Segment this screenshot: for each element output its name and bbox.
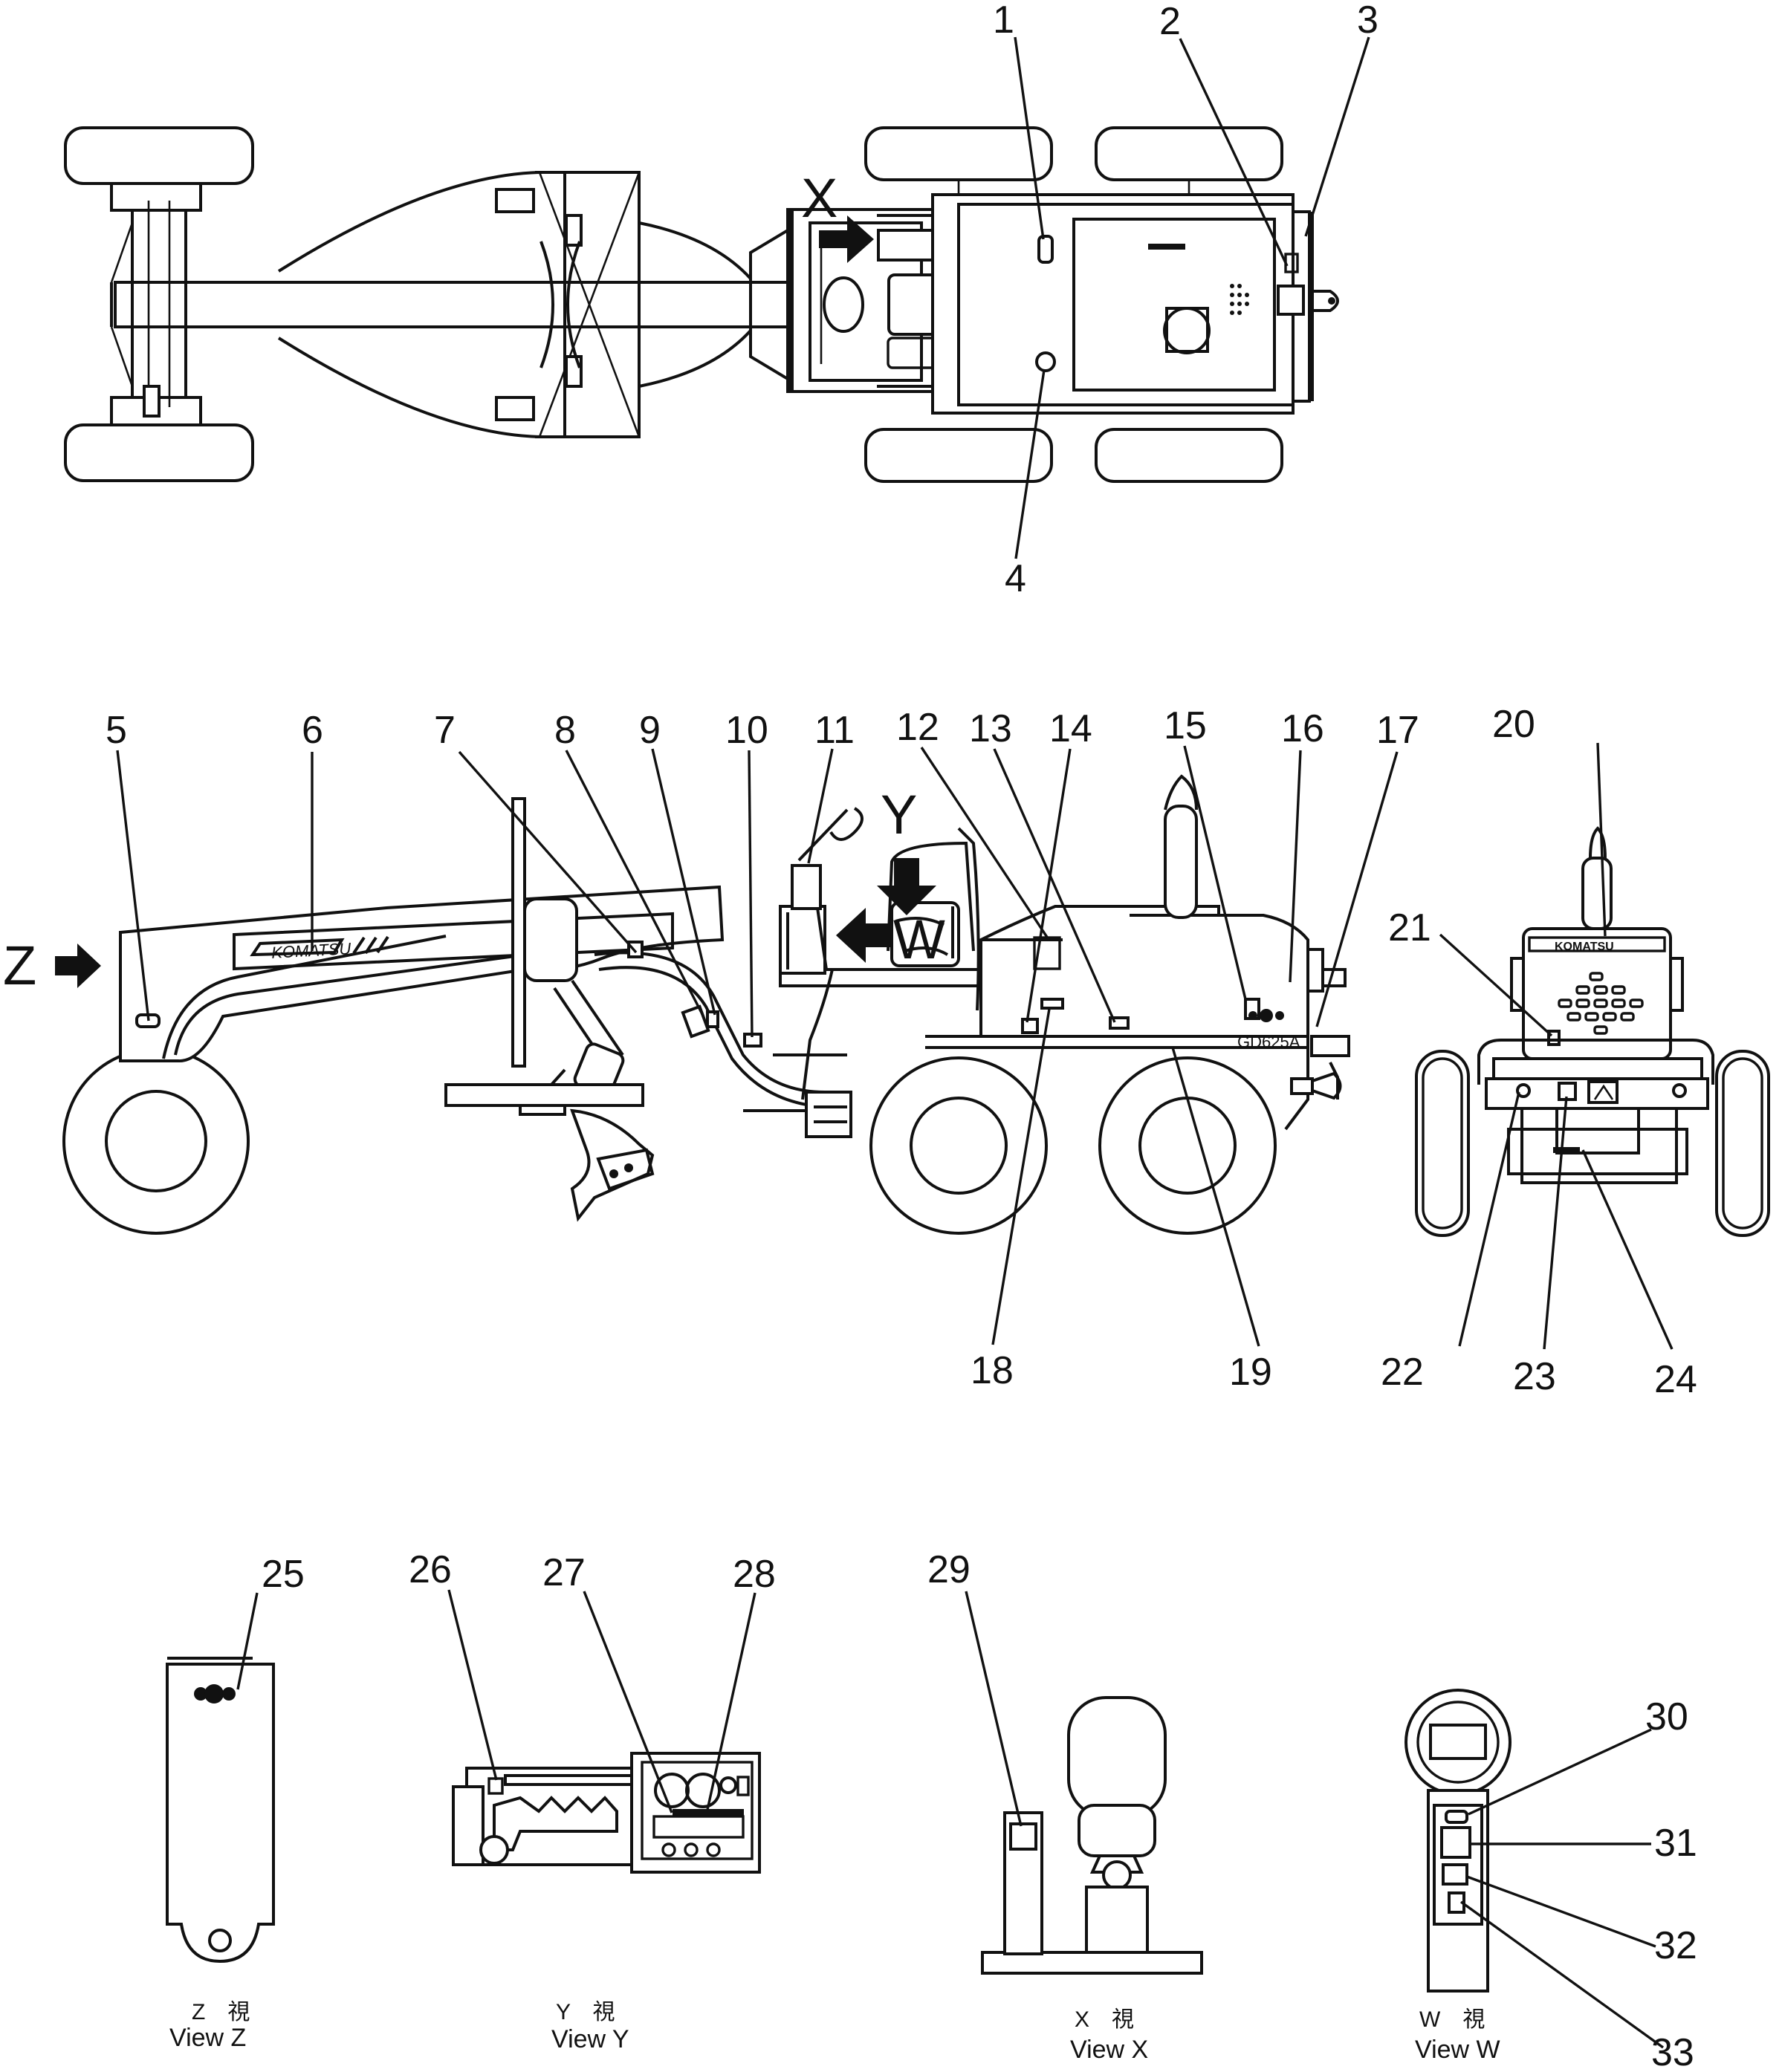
callout-33: 33 [1651,2031,1694,2068]
callout-7: 7 [434,709,456,752]
rear-view: KOMATSU [1415,826,1770,1237]
caption-y-en: View Y [551,2025,629,2053]
arrow-z [55,944,101,988]
callout-15: 15 [1164,704,1207,747]
callout-28: 28 [733,1553,776,1596]
caption-w-en: View W [1415,2036,1500,2064]
arrow-x [819,215,874,263]
view-label-y: Y [881,784,917,845]
callout-24: 24 [1654,1358,1697,1401]
callout-18: 18 [971,1349,1014,1392]
callout-1: 1 [993,0,1014,42]
side-view: KOMATSU [55,774,1350,1235]
callout-11: 11 [814,709,855,752]
rear-grille [1558,972,1644,1035]
callout-30: 30 [1645,1695,1688,1738]
caption-z-en: View Z [169,2024,246,2052]
side-model-text: GD625A [1237,1033,1300,1051]
view-label-z: Z [3,935,36,996]
callout-9: 9 [639,709,661,752]
caption-x-jp: X 視 [1075,2007,1134,2032]
caption-w-jp: W 視 [1419,2007,1485,2032]
view-y [452,1752,761,1874]
callout-5: 5 [106,709,127,752]
view-w [1404,1689,1512,1993]
leader-lines [116,36,1674,2049]
callout-20: 20 [1492,703,1535,746]
callout-12: 12 [896,706,939,749]
callout-25: 25 [262,1553,305,1596]
callout-29: 29 [927,1548,971,1591]
view-label-x: X [801,167,837,229]
callout-17: 17 [1376,709,1419,752]
callout-26: 26 [409,1548,452,1591]
callout-3: 3 [1357,0,1378,42]
callout-32: 32 [1654,1924,1697,1967]
caption-y-jp: Y 視 [556,2000,615,2024]
callout-31: 31 [1654,1822,1697,1865]
side-logo-mark [1248,1009,1284,1022]
view-label-w: W [893,909,945,970]
caption-z-jp: Z 視 [192,2000,250,2024]
callout-2: 2 [1159,0,1181,43]
callout-8: 8 [554,709,576,752]
top-view [64,126,1339,483]
view-captions: Z 視 View Z Y 視 View Y X 視 View X W 視 Vie… [169,2000,1500,2064]
callout-19: 19 [1229,1351,1272,1394]
callout-4: 4 [1005,557,1026,600]
callout-22: 22 [1381,1351,1424,1394]
callout-16: 16 [1281,707,1324,750]
view-x [981,1696,1203,1975]
rear-emblem-text: KOMATSU [1555,941,1614,953]
callout-6: 6 [302,709,323,752]
arrow-y [877,858,936,915]
engine-vent-dots [1230,284,1249,315]
callout-13: 13 [969,707,1012,750]
view-z [166,1657,275,1964]
callout-27: 27 [542,1551,586,1594]
callout-21: 21 [1388,906,1431,949]
callout-10: 10 [725,709,768,752]
callout-14: 14 [1049,707,1092,750]
callout-23: 23 [1513,1355,1556,1398]
caption-x-en: View X [1070,2036,1148,2064]
callout-numbers: 1 2 3 4 5 6 7 8 9 10 11 12 13 14 15 16 1… [106,0,1697,2072]
arrow-w [836,908,890,963]
